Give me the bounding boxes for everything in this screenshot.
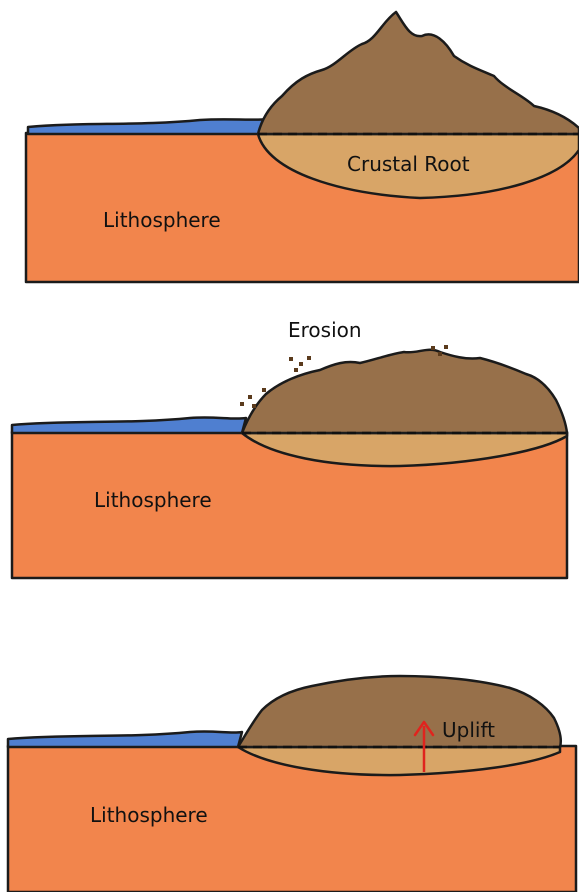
mountain-body [238,676,561,747]
lithosphere-label: Lithosphere [103,208,221,232]
panel-1: Crustal Root Lithosphere [26,12,579,282]
ocean-water [12,417,246,433]
erosion-label: Erosion [288,318,362,342]
panel-3: Uplift Lithosphere [8,676,576,892]
lithosphere-label: Lithosphere [94,488,212,512]
crustal-root-label: Crustal Root [347,152,470,176]
mountain-body [242,350,567,433]
ocean-water [28,119,268,134]
panel-2: Erosion Lithosphere [12,318,567,578]
lithosphere-label: Lithosphere [90,803,208,827]
mountain-body [258,12,579,134]
ocean-water [8,731,242,747]
uplift-label: Uplift [442,718,495,742]
